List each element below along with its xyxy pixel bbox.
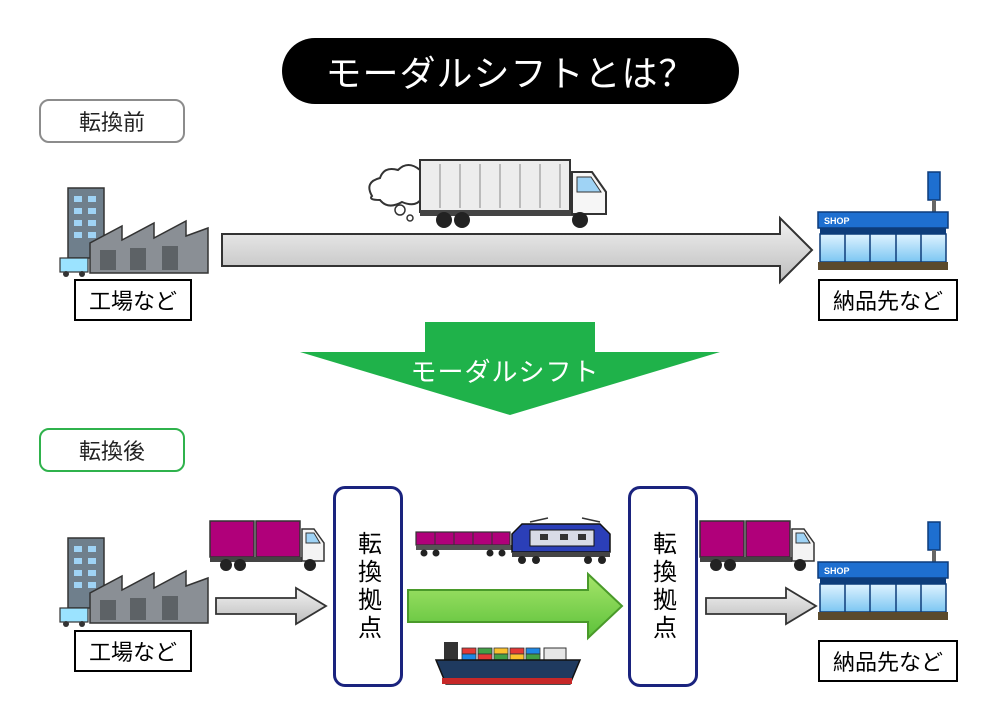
ship-icon	[434, 642, 582, 685]
train-icon	[415, 517, 611, 564]
page-title: モーダルシフトとは？	[282, 38, 739, 104]
rail-ship-flow-arrow	[407, 571, 624, 641]
exhaust-cloud-icon	[368, 164, 431, 222]
origin-label-after: 工場など	[74, 630, 192, 672]
factory-icon	[59, 537, 209, 628]
shop-icon	[817, 521, 949, 621]
before-tag: 転換前	[39, 99, 185, 143]
modal-shift-arrow	[300, 322, 720, 415]
transfer-hub-right: 転換拠点	[628, 486, 698, 687]
modal-shift-label: モーダルシフト	[410, 358, 600, 388]
after-tag: 転換後	[39, 428, 185, 472]
truck-icon	[419, 159, 607, 228]
transfer-hub-left: 転換拠点	[333, 486, 403, 687]
origin-label-before: 工場など	[74, 279, 192, 321]
truck-icon	[209, 520, 325, 572]
truck-icon	[699, 520, 815, 572]
dest-label-before: 納品先など	[818, 279, 958, 321]
hub-right-label: 転換拠点	[648, 530, 677, 643]
shop-icon	[817, 171, 949, 271]
factory-icon	[59, 187, 209, 278]
truck-flow-arrow-left	[215, 586, 328, 626]
dest-label-after: 納品先など	[818, 640, 958, 682]
truck-flow-arrow-right	[705, 586, 818, 626]
hub-left-label: 転換拠点	[353, 530, 382, 643]
before-flow-arrow	[221, 215, 814, 285]
